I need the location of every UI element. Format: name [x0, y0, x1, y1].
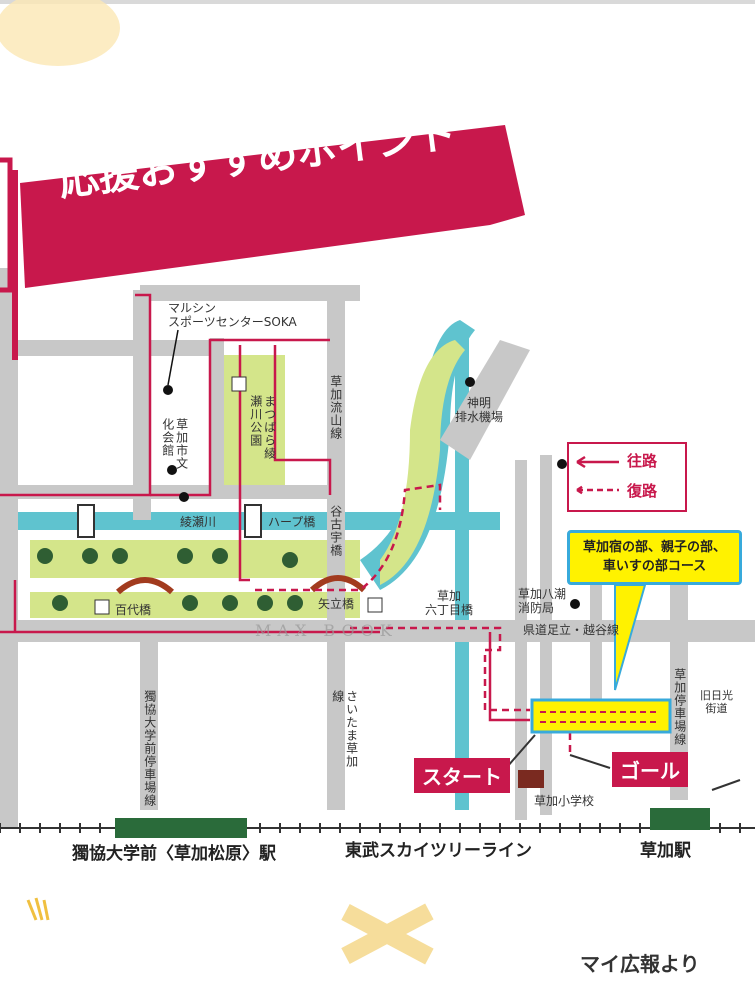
- trees: [37, 548, 303, 611]
- roads: [0, 268, 755, 828]
- school-icon: [518, 770, 544, 788]
- station-soka: 草加駅: [640, 841, 691, 861]
- label-shinmei: 神明 排水機場: [455, 396, 504, 424]
- label-marushin: マルシン スポーツセンターSOKA: [168, 301, 297, 329]
- course-route-lines: [540, 711, 660, 723]
- legend-outbound: 往路: [627, 452, 658, 470]
- marushin-pointer: [167, 329, 179, 386]
- course-callout: 草加宿の部、親子の部、 車いすの部コース: [567, 530, 742, 585]
- course-callout-text: 草加宿の部、親子の部、 車いすの部コース: [582, 540, 726, 574]
- yatate-bridge-arch: [309, 575, 367, 593]
- label-matsubara-park: まつばら綾瀬川公園: [248, 395, 277, 460]
- label-yatsu-bridge: 谷古宇橋: [328, 505, 343, 557]
- station-dokkyo: 獨協大学前〈草加松原〉駅: [72, 844, 276, 864]
- top-strip: [0, 0, 755, 4]
- label-harp-bridge: ハープ橋: [268, 515, 316, 529]
- course-box: [530, 698, 672, 734]
- label-prefectural-road: 県道足立・越谷線: [523, 623, 620, 637]
- goal-marker: ゴール: [612, 752, 688, 787]
- bridges: [77, 504, 262, 538]
- small-decoration: [26, 897, 50, 921]
- outbound-route: [0, 293, 530, 722]
- park-strip-1: [30, 540, 360, 578]
- label-soka-station-road: 草加停車場線: [672, 668, 687, 746]
- sun-decoration: [0, 0, 120, 66]
- rail-line-name: 東武スカイツリーライン: [345, 841, 532, 861]
- label-kyu-nikko: 旧日光 街道: [700, 689, 733, 715]
- watermark: MAX BOOK: [255, 621, 398, 640]
- banner-flag: [0, 125, 525, 360]
- label-ayasegawa: 綾瀬川: [180, 515, 217, 529]
- legend-return: 復路: [627, 482, 658, 500]
- label-rokuchome-bridge: 草加 六丁目橋: [425, 589, 474, 617]
- location-dots: [163, 377, 580, 609]
- route-legend: 往路 復路: [567, 442, 687, 512]
- label-nagareyama-road: 草加流山線: [328, 375, 343, 440]
- hyakudai-bridge-arch: [116, 577, 174, 595]
- callout-pointer: [614, 584, 647, 691]
- credit-text: マイ広報より: [580, 952, 700, 976]
- start-marker: スタート: [414, 758, 510, 793]
- label-fire-station: 草加八潮 消防局: [518, 587, 567, 615]
- tape-decoration: [341, 903, 434, 965]
- legend-lines: [576, 455, 619, 497]
- label-dokkyo-road: 獨協大学前停車場線: [142, 690, 157, 807]
- goal-pointer: [569, 754, 611, 769]
- edge-arrow: [711, 779, 741, 791]
- label-saitama-road: さいたま草加線: [330, 690, 359, 768]
- railway: [0, 808, 755, 838]
- label-yatate-bridge: 矢立橋: [318, 597, 355, 611]
- toilet-icons: [94, 376, 383, 615]
- label-hyakudai-bridge: 百代橋: [115, 603, 152, 617]
- label-bunka-kaikan: 草加市文化会館: [160, 418, 189, 470]
- label-school: 草加小学校: [534, 794, 595, 808]
- return-route: [255, 483, 572, 755]
